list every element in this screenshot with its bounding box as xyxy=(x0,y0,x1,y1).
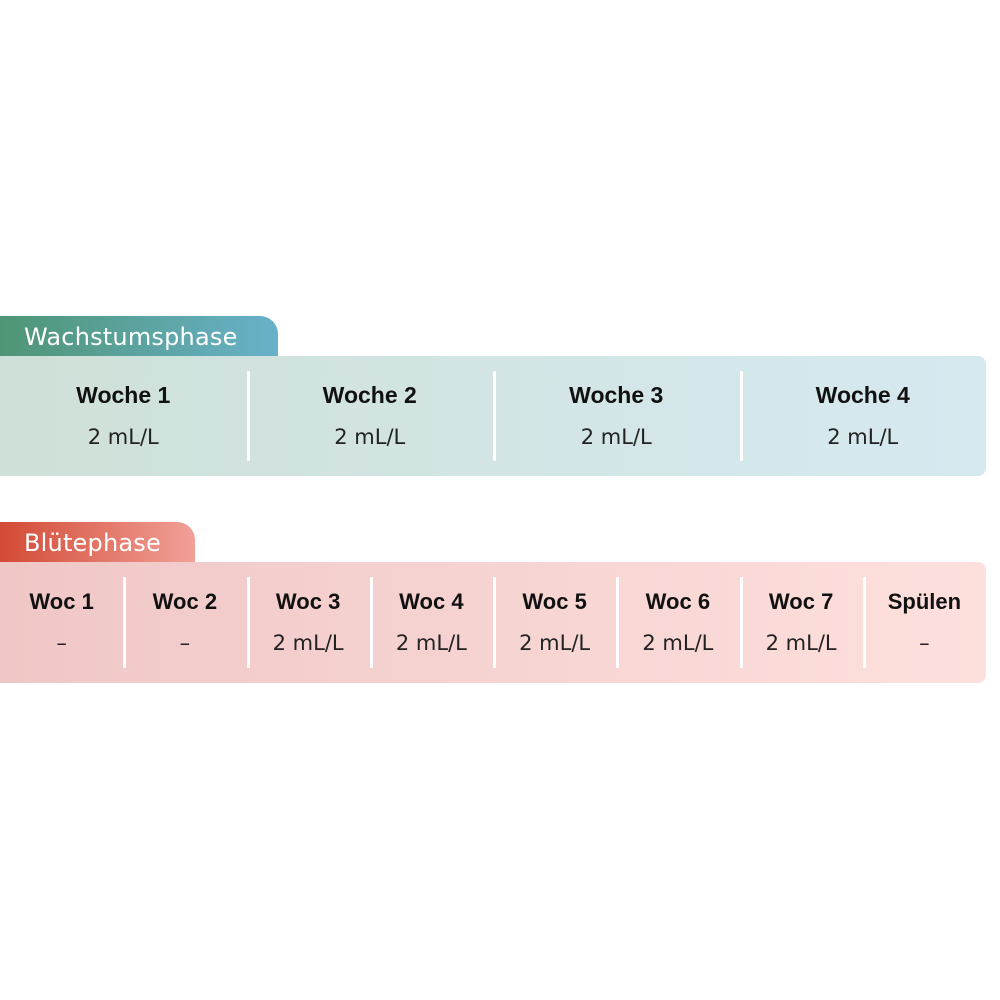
bloom-phase-tab: Blütephase xyxy=(0,522,195,564)
bloom-flush-label: Spülen xyxy=(887,589,962,614)
bloom-week-dosage: – xyxy=(179,631,191,655)
growth-week-dosage: 2 mL/L xyxy=(334,425,406,449)
bloom-phase-title: Blütephase xyxy=(24,529,161,557)
growth-week-dosage: 2 mL/L xyxy=(827,425,899,449)
growth-week-cell: Woche 1 2 mL/L xyxy=(0,371,247,461)
bloom-week-cell: Woc 3 2 mL/L xyxy=(246,577,370,668)
growth-phase-tab: Wachstumsphase xyxy=(0,316,278,358)
bloom-week-cell: Woc 6 2 mL/L xyxy=(616,577,739,668)
growth-week-label: Woche 2 xyxy=(322,382,417,408)
bloom-week-label: Woc 6 xyxy=(645,589,711,614)
bloom-week-label: Woc 7 xyxy=(768,589,834,614)
bloom-week-cell: Woc 1 – xyxy=(0,577,123,668)
growth-week-label: Woche 3 xyxy=(569,382,664,408)
bloom-flush-dosage: – xyxy=(919,631,930,655)
bloom-week-dosage: 2 mL/L xyxy=(519,631,591,655)
bloom-week-dosage: 2 mL/L xyxy=(642,631,714,655)
bloom-week-cell: Woc 2 – xyxy=(123,577,246,668)
bloom-week-cell: Woc 5 2 mL/L xyxy=(493,577,616,668)
bloom-week-dosage: 2 mL/L xyxy=(272,631,344,655)
growth-week-label: Woche 4 xyxy=(815,382,910,408)
bloom-week-dosage: 2 mL/L xyxy=(765,631,837,655)
bloom-week-label: Woc 3 xyxy=(275,589,341,614)
growth-week-cell: Woche 2 2 mL/L xyxy=(246,371,494,461)
growth-week-dosage: 2 mL/L xyxy=(87,425,159,449)
growth-week-label: Woche 1 xyxy=(76,382,171,408)
growth-phase-schedule: Woche 1 2 mL/L Woche 2 2 mL/L Woche 3 2 … xyxy=(0,356,986,476)
growth-week-cell: Woche 4 2 mL/L xyxy=(739,371,987,461)
bloom-week-cell: Woc 4 2 mL/L xyxy=(369,577,493,668)
bloom-week-dosage: – xyxy=(56,631,67,655)
bloom-flush-cell: Spülen – xyxy=(862,577,986,668)
growth-week-cell: Woche 3 2 mL/L xyxy=(493,371,740,461)
bloom-week-label: Woc 5 xyxy=(522,589,587,614)
bloom-week-label: Woc 1 xyxy=(29,589,94,614)
bloom-week-label: Woc 4 xyxy=(399,589,464,614)
growth-week-dosage: 2 mL/L xyxy=(580,425,652,449)
bloom-week-cell: Woc 7 2 mL/L xyxy=(739,577,863,668)
bloom-week-label: Woc 2 xyxy=(152,589,218,614)
bloom-phase-schedule: Woc 1 – Woc 2 – Woc 3 2 mL/L Woc 4 2 mL/… xyxy=(0,562,986,683)
bloom-week-dosage: 2 mL/L xyxy=(395,631,467,655)
growth-phase-title: Wachstumsphase xyxy=(24,323,238,351)
